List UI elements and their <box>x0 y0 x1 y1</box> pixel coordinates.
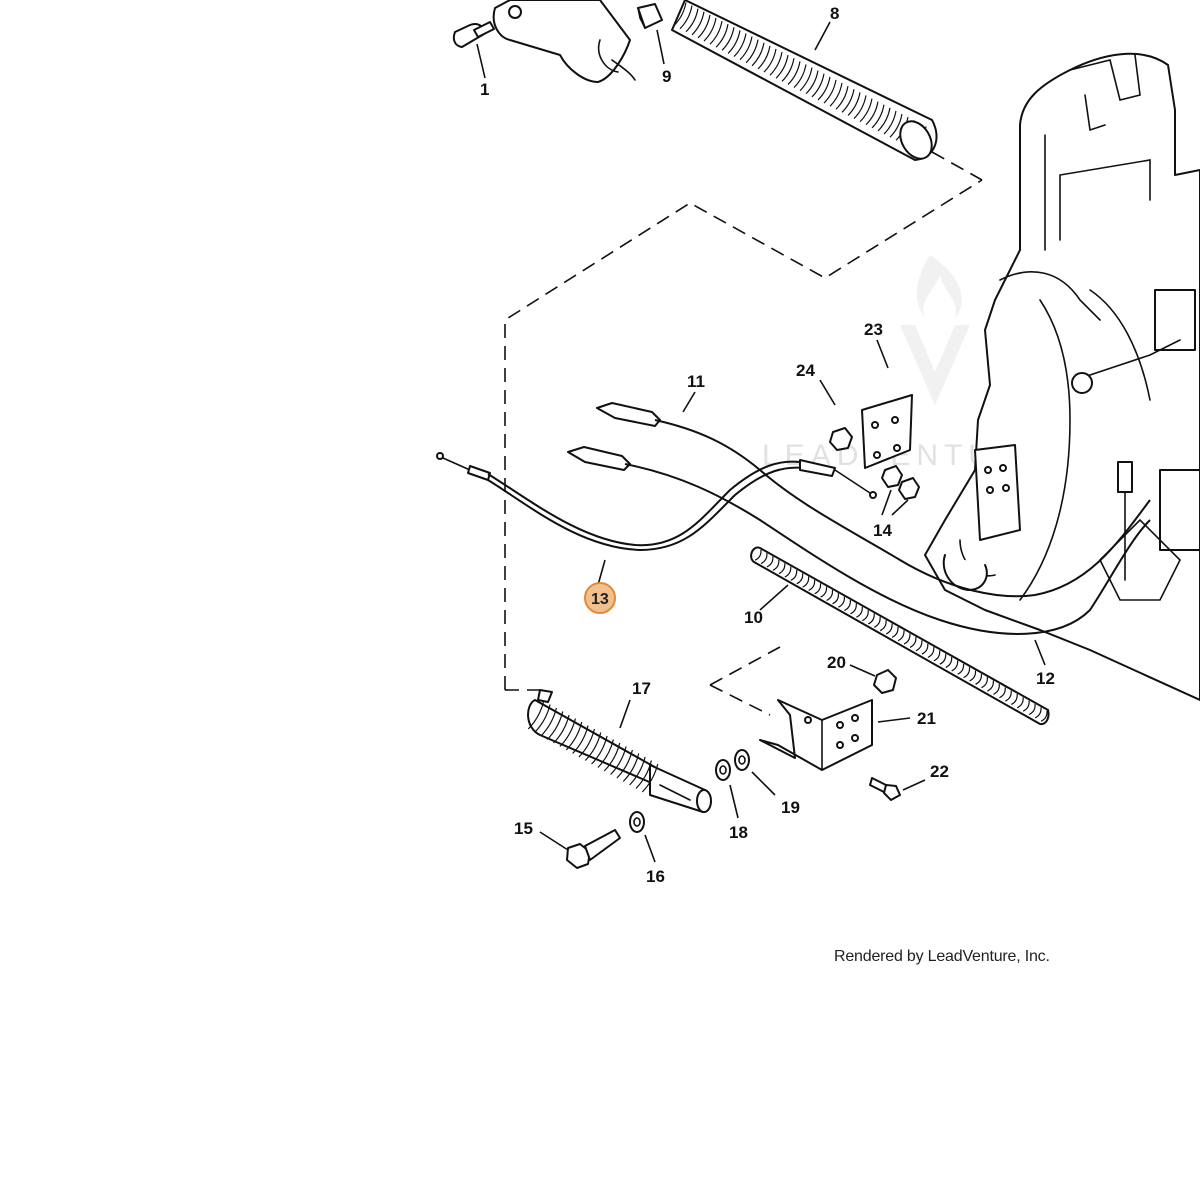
label-part-16[interactable]: 16 <box>646 867 665 886</box>
leadventure-watermark-logo <box>900 255 970 405</box>
label-part-1[interactable]: 1 <box>480 80 489 99</box>
footer-credit: Rendered by LeadVenture, Inc. <box>834 948 1050 965</box>
part-16-washer <box>629 811 645 833</box>
label-part-24[interactable]: 24 <box>796 361 815 380</box>
part-8-hose <box>671 0 938 161</box>
part-10-rod <box>750 546 1050 726</box>
part-9-nut <box>637 3 663 29</box>
label-part-20[interactable]: 20 <box>827 653 846 672</box>
part-15-bolt <box>566 829 621 869</box>
part-20-nut <box>873 669 897 694</box>
leader-lines <box>476 21 1046 863</box>
part-21-bracket <box>759 699 873 771</box>
label-part-21[interactable]: 21 <box>917 709 936 728</box>
part-11-cable <box>567 402 1151 635</box>
part-13-throttle-cable <box>436 452 877 552</box>
label-part-13[interactable]: 13 <box>591 591 609 608</box>
label-part-22[interactable]: 22 <box>930 762 949 781</box>
part-14-nuts <box>881 465 920 500</box>
label-part-8[interactable]: 8 <box>830 4 839 23</box>
label-part-17[interactable]: 17 <box>632 679 651 698</box>
selected-part-marker[interactable] <box>584 582 616 614</box>
part-19-washer <box>734 749 750 771</box>
label-part-19[interactable]: 19 <box>781 798 800 817</box>
label-part-15[interactable]: 15 <box>514 819 533 838</box>
part-17-spring-sleeve <box>527 689 712 813</box>
label-part-23[interactable]: 23 <box>864 320 883 339</box>
label-part-14[interactable]: 14 <box>873 521 892 540</box>
handle-tube <box>492 0 636 83</box>
assembly-dash-lines <box>504 151 983 716</box>
part-24-nut <box>829 427 853 451</box>
label-part-11[interactable]: 11 <box>687 372 705 391</box>
label-part-12[interactable]: 12 <box>1036 669 1055 688</box>
part-1-screw <box>452 21 495 48</box>
label-part-18[interactable]: 18 <box>729 823 748 842</box>
backpack-frame <box>924 52 1200 701</box>
label-part-9[interactable]: 9 <box>662 67 671 86</box>
part-labels: 1 8 9 10 11 12 13 14 15 16 17 18 19 20 2… <box>480 4 1055 886</box>
part-22-screw <box>869 777 901 801</box>
part-23-plate <box>861 394 913 469</box>
part-18-washer <box>715 759 731 781</box>
label-part-10[interactable]: 10 <box>744 608 763 627</box>
